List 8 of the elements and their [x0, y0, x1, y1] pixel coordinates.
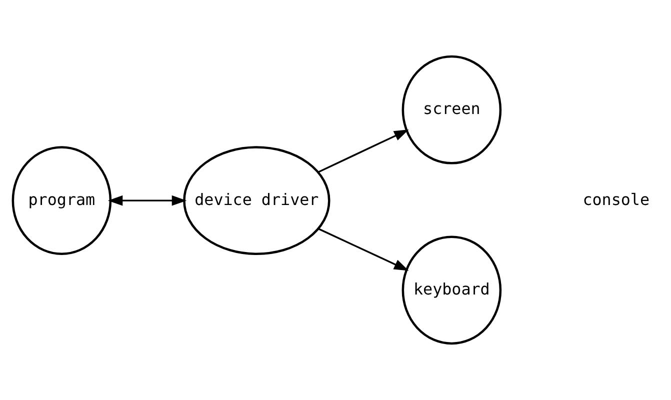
arrow: [108, 195, 187, 206]
arrow: [318, 228, 409, 271]
arrow: [318, 129, 409, 173]
node-circle: keyboard: [402, 236, 502, 345]
node-circle: screen: [402, 55, 502, 164]
node-circle: program: [12, 146, 112, 255]
node-ellipse: device driver: [183, 146, 330, 255]
label: console: [582, 190, 650, 209]
